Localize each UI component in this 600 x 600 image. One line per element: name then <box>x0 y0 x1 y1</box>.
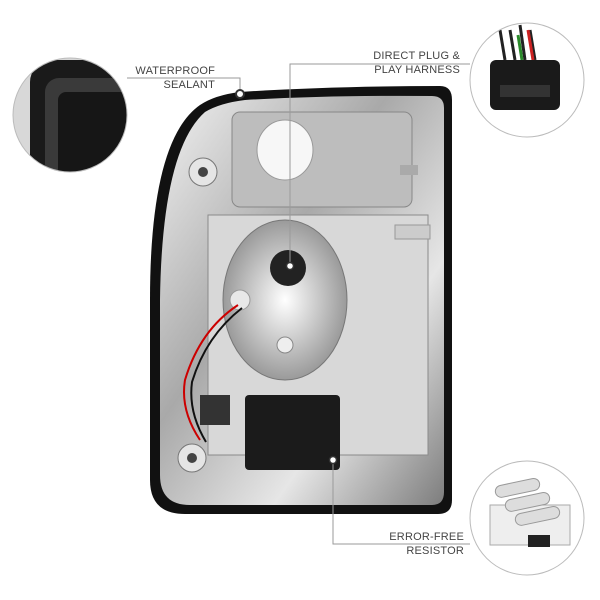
resistor-callout: ERROR-FREE RESISTOR <box>389 530 464 558</box>
resistor-label-line1: ERROR-FREE <box>389 531 464 543</box>
harness-marker <box>285 261 295 271</box>
harness-label-line1: DIRECT PLUG & <box>373 50 460 62</box>
sealant-callout: WATERPROOF SEALANT <box>135 64 215 92</box>
harness-callout: DIRECT PLUG & PLAY HARNESS <box>373 49 460 77</box>
resistor-label-line2: RESISTOR <box>406 545 464 557</box>
callout-lines <box>127 63 470 545</box>
resistor-marker <box>328 455 338 465</box>
taillight-housing <box>150 86 452 514</box>
resistor-detail-image <box>469 460 585 576</box>
sealant-label-line2: SEALANT <box>163 79 215 91</box>
harness-label-line2: PLAY HARNESS <box>374 64 460 76</box>
sealant-label-line1: WATERPROOF <box>135 65 215 77</box>
sealant-marker <box>235 89 245 99</box>
sealant-detail-image <box>12 57 128 173</box>
harness-detail-image <box>469 22 585 138</box>
